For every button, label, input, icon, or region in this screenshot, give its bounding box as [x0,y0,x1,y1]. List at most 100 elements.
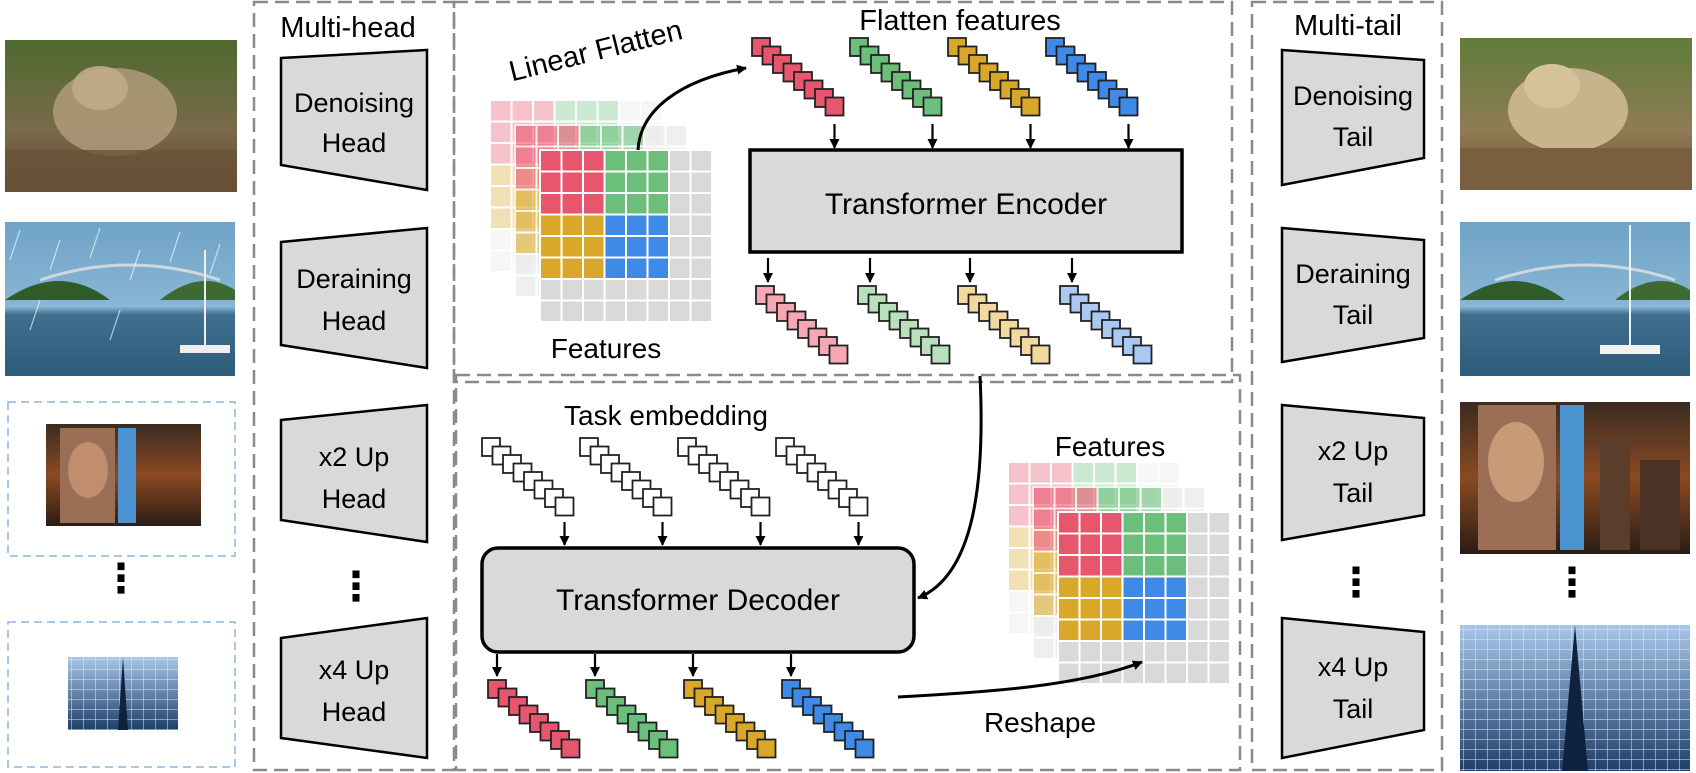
feature-grid-encoder-cell [560,170,584,194]
tail-label-denoising-2: Tail [1333,122,1374,152]
feature-grid-decoder-cell [1100,640,1124,664]
feature-grid-decoder-cell [1078,597,1102,621]
feature-grid-decoder-cell [1053,486,1077,510]
feature-grid-decoder-cell [1143,511,1167,535]
feature-grid-decoder-cell [1078,640,1102,664]
tail-label-x4-2: Tail [1333,694,1374,724]
encoder-output-gold [957,285,1051,365]
feature-grid-encoder-cell [560,299,584,323]
feature-grid-decoder-cell [1164,511,1188,535]
feature-grid-encoder-cell [625,299,649,323]
input-images: ⋮ [5,40,237,768]
features-label-encoder: Features [551,333,662,364]
feature-grid-decoder-cell [1164,618,1188,642]
feature-grid-decoder-cell [1096,486,1120,510]
head-label-x2-2: Head [322,484,387,514]
encoder-input-green-token [922,96,943,117]
feature-grid-decoder-cell [1057,640,1081,664]
feature-grid-decoder-cell [1143,532,1167,556]
feature-grid-encoder-cell [560,235,584,259]
feature-grid-encoder-cell [689,149,713,173]
feature-grid-decoder-cell [1078,661,1102,685]
feature-grid-decoder-cell [1032,593,1056,617]
feature-grid-encoder-cell [603,299,627,323]
feature-grid-encoder-cell [560,256,584,280]
x2-up-head-shape [279,403,429,544]
tail-label-x2-2: Tail [1333,478,1374,508]
section-frames [252,0,1444,772]
x4-up-head-shape [279,616,429,760]
feature-grid-encoder-cell [539,299,563,323]
feature-grid-decoder-cell [1057,511,1081,535]
feature-grid-decoder-cell [1057,597,1081,621]
feature-grid-encoder-cell [582,170,606,194]
feature-grid-decoder-cell [1186,618,1210,642]
task-embedding-1-token [554,496,575,517]
feature-grid-encoder-cell [668,170,692,194]
encoder-output-red-token [828,344,849,365]
input-ellipsis: ⋮ [101,557,141,601]
feature-grid-decoder-cell [1207,554,1231,578]
feature-grid-encoder-cell [489,120,513,144]
feature-grid-encoder-cell [560,192,584,216]
feature-grid-encoder-cell [514,124,538,148]
encoder-output-green-token [930,344,951,365]
encoder-input-red [751,37,845,149]
feature-grid-encoder-cell [539,235,563,259]
feature-grid-encoder-cell [539,149,563,173]
multi-tail-frame [1250,0,1444,772]
encoder-input-green [849,37,943,149]
head-label-deraining-2: Head [322,306,387,336]
encoder-output-blue-token [1132,344,1153,365]
encoder-output-gold-token [1030,344,1051,365]
feature-grid-encoder-cell [514,231,538,255]
feature-grid-encoder-cell [668,278,692,302]
feature-grid-decoder-cell [1078,575,1102,599]
feature-grid-encoder-cell [625,235,649,259]
feature-grid-decoder-cell [1186,661,1210,685]
encoder-input-gold-token [1020,96,1041,117]
encoder-output-green [857,285,951,365]
feature-grid-encoder-cell [600,124,624,148]
feature-grid-decoder-cell [1078,532,1102,556]
feature-grid-decoder-cell [1121,532,1145,556]
feature-grid-encoder-cell [689,192,713,216]
feature-grid-decoder-cell [1139,486,1163,510]
feature-grid-decoder-cell [1118,486,1142,510]
decoder-output-sequences [487,654,875,759]
head-label-x4-2: Head [322,697,387,727]
feature-grid-encoder-cell [625,256,649,280]
linear-flatten-label: Linear Flatten [506,14,686,88]
feature-grid-decoder-cell [1032,507,1056,531]
feature-grid-encoder-cell [603,235,627,259]
input-image-city-small [46,424,201,526]
feature-grid-decoder-cell [1032,636,1056,660]
feature-grid-encoder-cell [560,149,584,173]
feature-grid-encoder-cell [539,278,563,302]
feature-grid-decoder-cell [1028,461,1052,485]
feature-grid-decoder-cell [1032,486,1056,510]
feature-grid-encoder-cell [489,142,513,166]
feature-grid-encoder-cell [603,256,627,280]
feature-grid-encoder-cell [668,235,692,259]
feature-grid-encoder-cell [514,253,538,277]
task-embedding-4-token [848,496,869,517]
feature-grid-decoder-cell [1007,590,1031,614]
feature-grid-encoder-cell [514,210,538,234]
feature-grid-encoder-cell [582,235,606,259]
feature-grid-decoder [1007,461,1231,685]
feature-grid-encoder-cell [489,206,513,230]
feature-grid-decoder-cell [1007,568,1031,592]
feature-grid-decoder-cell [1121,618,1145,642]
input-image-noisy-bird [5,40,237,192]
tail-trapezoids [1280,48,1426,760]
feature-grid-encoder-cell [582,299,606,323]
encoder-output-blue [1059,285,1153,365]
feature-grid-encoder-cell [557,124,581,148]
feature-grid-decoder-cell [1207,618,1231,642]
tail-label-deraining-1: Deraining [1295,259,1411,289]
